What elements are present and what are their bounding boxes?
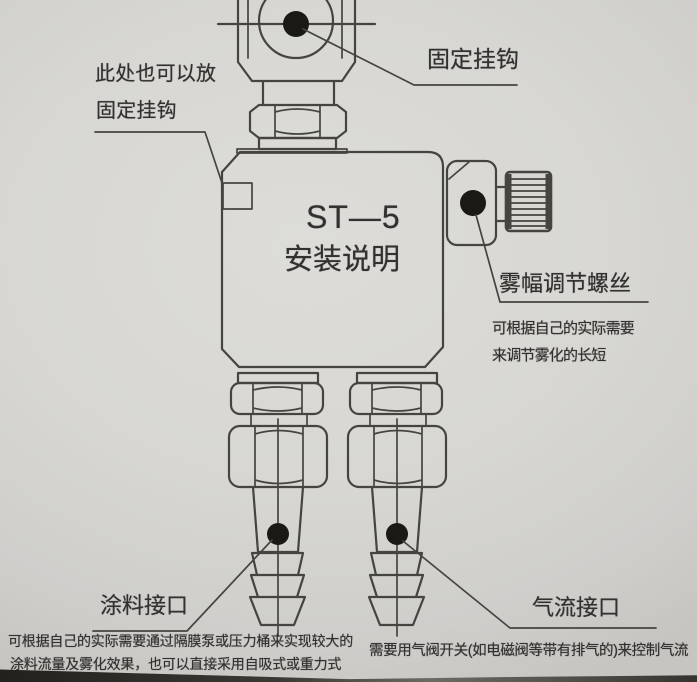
leader-alt-hook <box>94 131 224 187</box>
model-title: ST—5 <box>306 199 401 235</box>
adjuster-dot <box>460 190 486 216</box>
paint-outlet <box>227 371 329 637</box>
note-spray-width-line2: 来调节雾化的长短 <box>492 347 606 364</box>
leader-paint-port <box>92 539 273 632</box>
hook-ring <box>257 0 335 60</box>
alt-hook-slot <box>222 182 253 210</box>
inlet-fitting <box>236 79 348 154</box>
label-alt-hook-line2: 固定挂钩 <box>96 100 177 122</box>
air-outlet <box>346 371 448 637</box>
gun-body <box>220 150 445 369</box>
air-port-dot <box>386 523 408 545</box>
note-air: 需要用气阀开关(如电磁阀等带有排气的)来控制气流 <box>369 643 689 659</box>
label-alt-hook-line1: 此处也可以放 <box>95 63 217 85</box>
hook-hole-dot <box>283 11 309 37</box>
note-paint-line2: 涂料流量及雾化效果，也可以直接采用自吸式或重力式 <box>10 656 342 672</box>
leader-air-port <box>402 540 657 629</box>
hook-mount <box>216 0 377 83</box>
label-fixed-hook: 固定挂钩 <box>427 46 519 72</box>
label-paint-port: 涂料接口 <box>100 593 189 618</box>
leader-spray-width <box>475 214 649 303</box>
note-spray-width-line1: 可根据自己的实际需要 <box>492 320 635 337</box>
leader-fixed-hook <box>302 28 518 86</box>
diagram-subtitle: 安装说明 <box>284 244 401 276</box>
spray-width-adjuster <box>445 159 553 247</box>
label-spray-width-screw: 雾幅调节螺丝 <box>499 271 632 296</box>
note-paint-line1: 可根据自己的实际需要通过隔膜泵或压力桶来实现较大的 <box>8 633 353 649</box>
knurled-knob <box>504 170 553 233</box>
label-air-port: 气流接口 <box>532 595 621 620</box>
